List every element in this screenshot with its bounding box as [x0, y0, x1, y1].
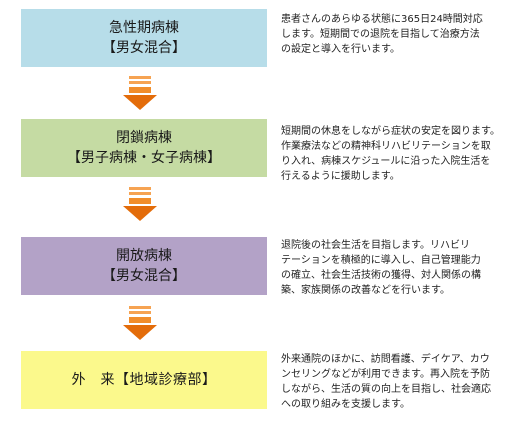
- stage-description-open-ward: 退院後の社会生活を目指します。リハビリ テーションを積極的に導入し、自己管理能力…: [281, 238, 525, 298]
- description-line: 退院後の社会生活を目指します。リハビリ: [281, 240, 470, 251]
- description-line: します。短期間での退院を目指して治療方法: [281, 29, 480, 40]
- down-arrow-icon: [119, 76, 161, 116]
- down-arrow-icon: [119, 306, 161, 346]
- description-line: 行えるように援助します。: [281, 171, 400, 182]
- stage-box-outpatient: 外 来【地域診療部】: [21, 351, 267, 409]
- description-line: の確立、社会生活技術の獲得、対人関係の構: [281, 270, 481, 281]
- stage-box-open-ward: 開放病棟 【男女混合】: [21, 237, 267, 295]
- description-line: の設定と導入を行います。: [281, 44, 400, 55]
- description-line: 患者さんのあらゆる状態に365日24時間対応: [281, 14, 483, 25]
- description-line: り入れ、病棟スケジュールに沿った入院生活を: [281, 156, 491, 167]
- down-arrow-icon: [119, 187, 161, 227]
- description-line: 短期間の休息をしながら症状の安定を図ります。: [281, 126, 500, 137]
- stage-box-acute-ward: 急性期病棟 【男女混合】: [21, 9, 267, 67]
- description-line: への取り組みを支援します。: [281, 399, 410, 410]
- description-line: しながら、生活の質の向上を目指し、社会適応: [281, 384, 491, 395]
- stage-description-acute-ward: 患者さんのあらゆる状態に365日24時間対応 します。短期間での退院を目指して治…: [281, 12, 525, 57]
- stage-box-closed-ward: 閉鎖病棟 【男子病棟・女子病棟】: [21, 119, 267, 177]
- stage-subtitle: 【男女混合】: [102, 39, 186, 56]
- description-line: ンセリングなどが利用できます。再入院を予防: [281, 369, 490, 380]
- stage-title: 閉鎖病棟: [116, 129, 172, 146]
- stage-title: 急性期病棟: [109, 19, 179, 36]
- description-line: テーションを積極的に導入し、自己管理能力: [281, 255, 481, 266]
- stage-title: 開放病棟: [116, 247, 172, 264]
- stage-title: 外 来【地域診療部】: [71, 371, 217, 388]
- stage-subtitle: 【男女混合】: [102, 267, 186, 284]
- description-line: 作業療法などの精神科リハビリテーションを取: [281, 141, 491, 152]
- description-line: 築、家族関係の改善などを行います。: [281, 285, 450, 296]
- stage-description-closed-ward: 短期間の休息をしながら症状の安定を図ります。 作業療法などの精神科リハビリテーシ…: [281, 124, 525, 184]
- stage-description-outpatient: 外来通院のほかに、訪問看護、デイケア、カウ ンセリングなどが利用できます。再入院…: [281, 352, 525, 412]
- description-line: 外来通院のほかに、訪問看護、デイケア、カウ: [281, 354, 490, 365]
- stage-subtitle: 【男子病棟・女子病棟】: [67, 149, 221, 166]
